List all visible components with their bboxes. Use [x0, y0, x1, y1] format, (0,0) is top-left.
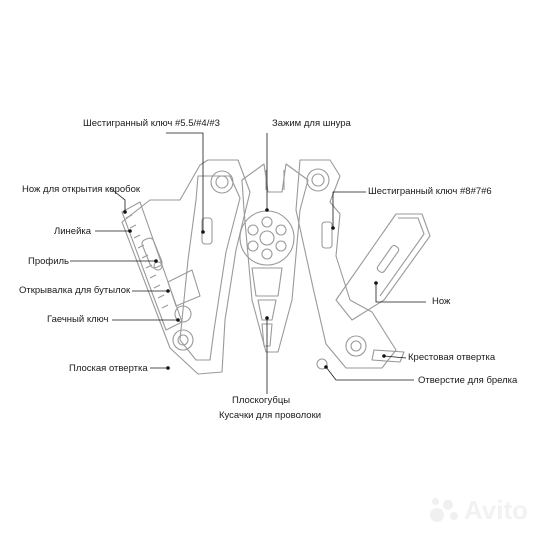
label-phillips-screwdriver: Крестовая отвертка: [408, 352, 496, 363]
dot-phillips: [382, 354, 386, 358]
dot-keyring: [324, 365, 328, 369]
leader-box-knife: [109, 187, 126, 212]
dot-cord-clamp: [265, 208, 269, 212]
label-wrench: Гаечный ключ: [47, 314, 109, 325]
dot-ruler: [128, 229, 132, 233]
dot-knife: [374, 281, 378, 285]
callout-dots: [123, 208, 386, 370]
label-bottle-opener: Открывалка для бутылок: [19, 285, 131, 296]
label-keyring-hole: Отверстие для брелка: [418, 375, 518, 386]
leader-phillips: [383, 355, 407, 359]
callout-lines: [70, 132, 426, 394]
dot-profile: [154, 259, 158, 263]
avito-watermark-text: Avito: [463, 495, 528, 525]
label-hex-key-small: Шестигранный ключ #5.5/#4/#3: [83, 118, 220, 129]
label-hex-key-large: Шестигранный ключ #8#7#6: [368, 186, 492, 197]
dot-hex-key-small: [201, 230, 205, 234]
label-profile: Профиль: [28, 256, 70, 267]
leader-hex-key-large: [332, 191, 366, 228]
multitool-illustration: [121, 159, 431, 375]
dot-bottle-opener: [166, 289, 170, 293]
label-pliers: Плоскогубцы: [232, 395, 291, 406]
leader-knife: [375, 283, 426, 303]
avito-watermark: Avito: [429, 495, 528, 526]
dot-hex-key-large: [331, 226, 335, 230]
label-cord-clamp: Зажим для шнура: [272, 118, 351, 129]
leader-keyring: [325, 366, 414, 381]
label-ruler: Линейка: [54, 226, 92, 237]
label-flat-screwdriver: Плоская отвертка: [69, 363, 148, 374]
label-knife: Нож: [432, 296, 451, 307]
dot-pliers: [265, 316, 269, 320]
dot-wrench: [176, 318, 180, 322]
avito-logo-icon: [429, 497, 460, 524]
dot-box-knife: [123, 210, 127, 214]
label-wire-cutters: Кусачки для проволоки: [219, 410, 322, 421]
dot-flat: [166, 366, 170, 370]
leader-hex-key-small: [166, 132, 204, 232]
label-box-knife: Нож для открытия коробок: [22, 184, 141, 195]
